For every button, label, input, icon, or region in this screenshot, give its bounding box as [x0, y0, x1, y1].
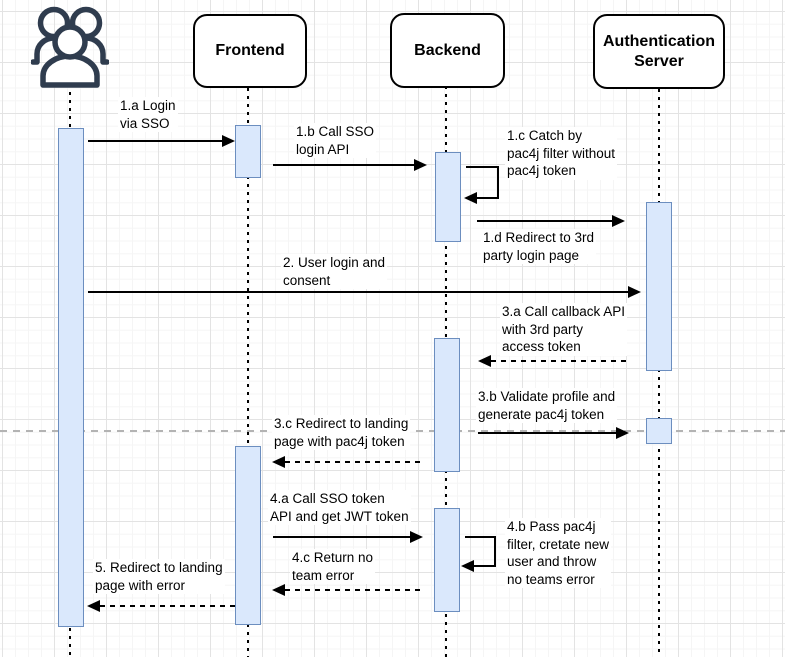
self-message-loop-1c[interactable] [466, 166, 499, 199]
arrowhead-icon [87, 600, 100, 612]
message-label-3b[interactable]: 3.b Validate profile and generate pac4j … [476, 388, 618, 423]
participant-auth-server[interactable]: Authentication Server [593, 14, 725, 89]
message-label-4b[interactable]: 4.b Pass pac4j filter, cretate new user … [505, 518, 612, 588]
arrowhead-icon [272, 456, 285, 468]
message-label-1a[interactable]: 1.a Login via SSO [118, 97, 178, 132]
message-label-3c[interactable]: 3.c Redirect to landing page with pac4j … [272, 415, 411, 450]
activation-bar-frontend-1[interactable] [235, 125, 261, 178]
activation-bar-user[interactable] [58, 128, 84, 627]
message-label-4c[interactable]: 4.c Return no team error [290, 549, 376, 584]
message-arrow-3c[interactable] [285, 461, 424, 463]
message-arrow-1d[interactable] [477, 220, 612, 222]
activation-bar-frontend-2[interactable] [235, 446, 261, 625]
message-label-5[interactable]: 5. Redirect to landing page with error [93, 559, 225, 594]
message-arrow-1a[interactable] [88, 140, 222, 142]
participant-backend[interactable]: Backend [390, 13, 505, 88]
message-arrow-3b[interactable] [478, 432, 616, 434]
activation-bar-backend-2[interactable] [434, 338, 460, 472]
participant-label: Backend [414, 41, 481, 59]
message-arrow-1b[interactable] [273, 164, 414, 166]
message-label-4a[interactable]: 4.a Call SSO token API and get JWT token [268, 490, 411, 525]
message-label-1d[interactable]: 1.d Redirect to 3rd party login page [481, 229, 597, 264]
message-arrow-3a[interactable] [491, 360, 630, 362]
arrowhead-icon [628, 286, 641, 298]
message-arrow-5[interactable] [100, 605, 235, 607]
message-label-2[interactable]: 2. User login and consent [281, 254, 388, 289]
activation-bar-auth-1[interactable] [646, 202, 672, 371]
arrowhead-icon [612, 215, 625, 227]
message-label-1c[interactable]: 1.c Catch by pac4j filter without pac4j … [505, 127, 618, 180]
arrowhead-icon [616, 427, 629, 439]
message-arrow-4a[interactable] [273, 536, 410, 538]
activation-bar-backend-1[interactable] [435, 152, 461, 242]
participant-frontend[interactable]: Frontend [193, 14, 307, 88]
arrowhead-icon [222, 135, 235, 147]
activation-bar-backend-3[interactable] [434, 508, 460, 612]
participant-label: Frontend [215, 42, 285, 59]
users-group-icon[interactable] [30, 6, 110, 92]
lifeline-auth-server[interactable] [658, 89, 660, 657]
activation-bar-auth-2[interactable] [646, 418, 672, 444]
participant-label: Authentication Server [603, 32, 715, 70]
arrowhead-icon [414, 159, 427, 171]
arrowhead-icon [478, 355, 491, 367]
message-arrow-2[interactable] [88, 291, 628, 293]
message-arrow-4c[interactable] [285, 589, 423, 591]
arrowhead-icon [410, 531, 423, 543]
arrowhead-icon [464, 192, 477, 204]
message-label-3a[interactable]: 3.a Call callback API with 3rd party acc… [500, 303, 628, 356]
lifeline-frontend[interactable] [247, 88, 249, 657]
arrowhead-icon [272, 584, 285, 596]
arrowhead-icon [461, 560, 474, 572]
message-label-1b[interactable]: 1.b Call SSO login API [294, 123, 377, 158]
self-message-loop-4b[interactable] [465, 536, 496, 567]
